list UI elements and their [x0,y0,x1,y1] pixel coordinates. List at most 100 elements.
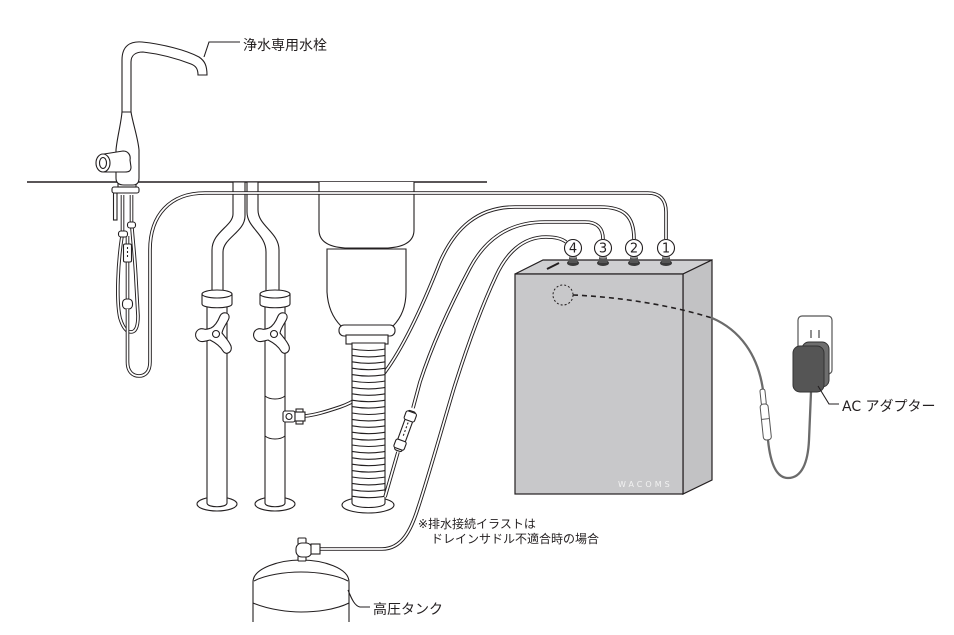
port-fitting-stem [630,257,638,263]
hose-ridge [351,386,386,390]
pipe-joint-line [264,395,286,400]
port-4[interactable]: 4 [563,238,583,267]
unit-top-face [514,259,713,275]
right-supply-pipe [246,181,296,512]
hose-capsule [121,298,134,310]
hose-ridge [351,425,386,428]
hose-ridge [351,489,386,492]
tank-band-line [252,602,350,613]
drain-hose [341,342,395,514]
port-3[interactable]: 3 [593,238,613,267]
pressure-tank [252,537,350,622]
faucet-spout [121,41,208,114]
faucet-lever-end [95,153,111,173]
hose-ridge [351,476,386,480]
drain-note-line-1: ※排水接続イラストは [418,516,536,531]
drain-basket [318,182,415,249]
left-valve-handle[interactable] [195,312,232,354]
faucet-lever[interactable] [103,150,132,173]
adapter-leader-line [817,385,839,405]
clamp-tab [295,420,304,425]
faucet [95,41,208,194]
clamp-nozzle [294,411,306,422]
port-number: 4 [569,242,577,257]
hose-ridge [351,399,386,403]
connector-detail [402,422,409,438]
left-pipe-collar-top [201,289,233,299]
valve-outlet [310,543,321,555]
faucet-body [115,111,140,186]
hose-ridge [351,348,386,352]
clamp-body [282,410,296,423]
drain-note-line-2: ドレインサドル不適合時の場合 [431,531,599,546]
ac-adapter-label: AC アダプター [842,399,936,415]
right-valve-handle[interactable] [253,312,290,354]
clamp-tab [295,408,304,413]
clamp-bolt [285,412,293,421]
handle-hub [269,329,279,339]
ro-unit: WACOMS 4 3 2 1 [514,238,713,495]
port-number: 1 [662,242,670,257]
port-number-circle [656,238,676,258]
connector-plug [759,388,767,406]
port-fitting-stem [569,257,577,263]
tank-rim-line [253,571,349,582]
connector-socket [759,403,772,441]
mounting-stud [112,192,118,221]
hose-ridge [351,450,386,454]
ac-adapter[interactable] [792,345,825,393]
unit-top-slot [546,262,560,270]
pipe-joint-line [264,435,286,440]
hose-ridge [351,412,386,416]
port-number-circle [563,238,583,258]
hose-ridge [351,418,386,422]
drain-cone [326,248,407,327]
hose-ridge [351,470,386,473]
faucet-label: 浄水専用水栓 [243,38,327,54]
tank-valve[interactable] [295,537,321,562]
port-1[interactable]: 1 [656,238,676,267]
connector-seam [761,418,770,420]
drain-hose-body [351,342,386,509]
tank-leader-line [347,589,370,608]
hose-ridge [351,354,386,358]
hose-ridge [351,367,386,371]
hose-ridge [351,393,386,396]
power-cable [766,390,813,480]
unit-side-face [682,259,713,495]
power-cable-connector[interactable] [758,388,772,441]
valve-body [295,542,313,558]
hose-ridge [351,374,386,377]
tube-core [116,227,139,333]
faucet-lever-end-inner [98,156,108,170]
drain-inline-connector [393,409,417,453]
hose-ridge [351,457,386,460]
power-cable [710,316,765,392]
hose-connector [126,221,137,229]
right-pipe-upper [246,181,280,293]
hose-ridge [351,380,386,384]
handle-hub [211,329,221,339]
right-pipe-collar-top [259,289,291,299]
tube-core [126,192,667,377]
hose-ridge [351,406,386,409]
port-fitting-stem [662,257,670,263]
hose-ridge [351,495,386,499]
hose-ridge [351,482,386,486]
port-number: 3 [599,242,607,257]
callouts: 浄水専用水栓 AC アダプター 高圧タンク ※排水接続イラストは ドレインサドル… [203,38,936,618]
port-2[interactable]: 2 [624,238,644,267]
tube-core [384,221,604,498]
hose-connector [117,230,129,238]
drain-hose-ridges [351,348,386,499]
faucet-mount-plate [111,186,140,194]
port-number-circle [624,238,644,258]
tank-label: 高圧タンク [373,601,443,618]
port-fitting-stem [599,257,607,263]
connector-cap [403,410,417,423]
faucet-supply-hoses [112,192,140,334]
drain-flange [338,324,396,337]
unit-front-face [514,273,684,495]
hose-ridge [351,463,386,467]
tube-core [320,236,567,550]
